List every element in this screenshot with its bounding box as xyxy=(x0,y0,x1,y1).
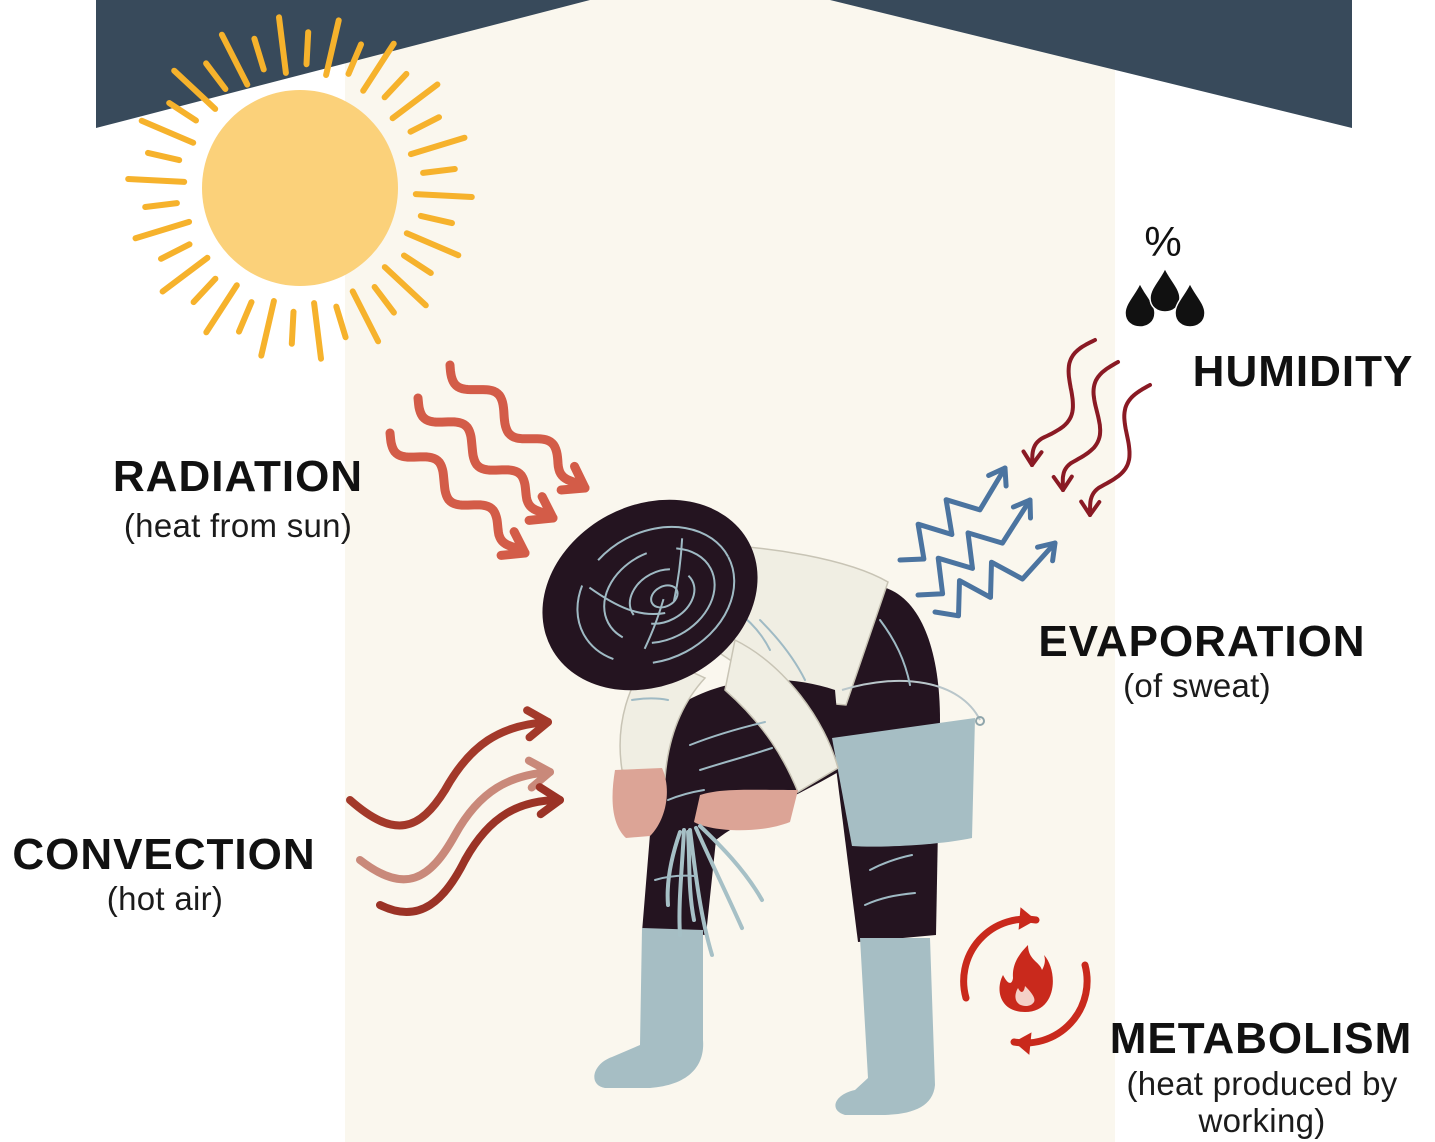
sun-ray xyxy=(423,169,455,173)
sun-ray xyxy=(136,222,190,238)
sun-ray xyxy=(307,32,309,64)
humidity-title: HUMIDITY xyxy=(1173,350,1433,394)
sun-ray xyxy=(206,285,237,332)
sun-ray xyxy=(163,258,208,292)
metabolism-subtitle-line1: (heat produced by xyxy=(1092,1067,1432,1100)
convection-title: CONVECTION xyxy=(4,833,324,877)
sun-ray xyxy=(128,179,184,182)
radiation-title: RADIATION xyxy=(88,455,388,499)
water-drops-icon xyxy=(1125,268,1205,327)
sun-icon xyxy=(202,90,398,286)
sun-ray xyxy=(416,194,472,197)
metabolism-subtitle-line2: working) xyxy=(1092,1104,1432,1137)
sun-ray xyxy=(145,203,177,207)
humidity-percent-symbol: % xyxy=(1123,220,1203,264)
sun-ray xyxy=(314,303,321,359)
hand-right xyxy=(694,790,798,831)
water-drop-icon xyxy=(1150,268,1180,312)
sun-ray xyxy=(148,153,179,160)
convection-subtitle: (hot air) xyxy=(15,882,315,915)
evaporation-subtitle: (of sweat) xyxy=(1027,669,1367,702)
metabolism-title: METABOLISM xyxy=(1091,1017,1431,1061)
evaporation-title: EVAPORATION xyxy=(1022,620,1382,664)
water-drop-icon xyxy=(1175,283,1205,327)
sun-ray xyxy=(194,279,216,302)
sun-ray xyxy=(169,103,196,121)
sun-ray xyxy=(292,312,294,344)
radiation-subtitle: (heat from sun) xyxy=(88,509,388,542)
sun-ray xyxy=(261,301,274,356)
sun-ray xyxy=(239,302,252,332)
water-drop-icon xyxy=(1125,283,1155,327)
bucket xyxy=(832,718,975,847)
sun-ray xyxy=(161,244,190,258)
sun-ray xyxy=(336,307,345,338)
sun-ray xyxy=(142,121,194,143)
